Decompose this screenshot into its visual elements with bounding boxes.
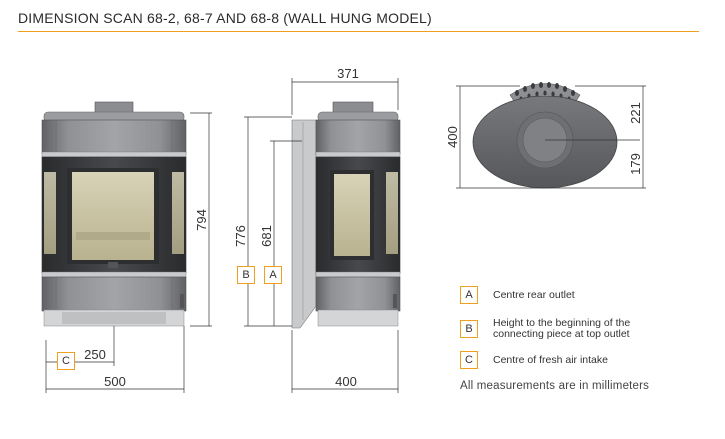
dim-front-height: 794 bbox=[190, 112, 212, 327]
measurement-note: All measurements are in millimeters bbox=[460, 380, 650, 392]
dim-side-bottom-depth-label: 400 bbox=[335, 374, 357, 389]
dim-side-bottom-depth: 400 bbox=[291, 330, 399, 393]
dim-front-height-label: 794 bbox=[194, 209, 209, 231]
legend-key-c: C bbox=[460, 351, 478, 369]
dim-front-width: 500 bbox=[45, 326, 185, 393]
legend-item-c: C Centre of fresh air intake bbox=[460, 351, 608, 369]
legend-key-a: A bbox=[460, 286, 478, 304]
dim-top-upper: 221 bbox=[575, 85, 646, 140]
top-view bbox=[472, 82, 640, 189]
dim-side-height-b: 776 bbox=[233, 116, 292, 327]
legend-key-b: B bbox=[460, 320, 478, 338]
legend-text-a: Centre rear outlet bbox=[493, 288, 575, 301]
title-underline bbox=[18, 31, 699, 32]
page-title: DIMENSION SCAN 68-2, 68-7 AND 68-8 (WALL… bbox=[18, 10, 432, 26]
dim-top-lower-label: 179 bbox=[628, 153, 643, 175]
dim-top-upper-label: 221 bbox=[628, 102, 643, 124]
dim-side-height-a-label: 681 bbox=[259, 225, 274, 247]
legend-text-c: Centre of fresh air intake bbox=[493, 353, 608, 366]
marker-b: B bbox=[237, 266, 255, 284]
legend-text-b: Height to the beginning of the connectin… bbox=[493, 317, 631, 340]
dim-top-depth: 400 bbox=[445, 85, 545, 189]
front-view bbox=[41, 101, 187, 327]
dim-top-depth-label: 400 bbox=[445, 126, 460, 148]
dim-front-offset-label: 250 bbox=[84, 347, 106, 362]
dim-side-top-width-label: 371 bbox=[337, 66, 359, 81]
legend-item-b: B Height to the beginning of the connect… bbox=[460, 318, 630, 340]
dim-side-top-width: 371 bbox=[291, 66, 399, 115]
marker-c: C bbox=[57, 352, 75, 370]
legend-item-a: A Centre rear outlet bbox=[460, 286, 575, 304]
dim-top-lower: 179 bbox=[545, 140, 646, 189]
dim-front-width-label: 500 bbox=[104, 374, 126, 389]
side-view bbox=[291, 101, 401, 329]
dim-side-height-b-label: 776 bbox=[233, 225, 248, 247]
marker-a: A bbox=[264, 266, 282, 284]
dim-side-height-a: 681 bbox=[259, 140, 302, 326]
